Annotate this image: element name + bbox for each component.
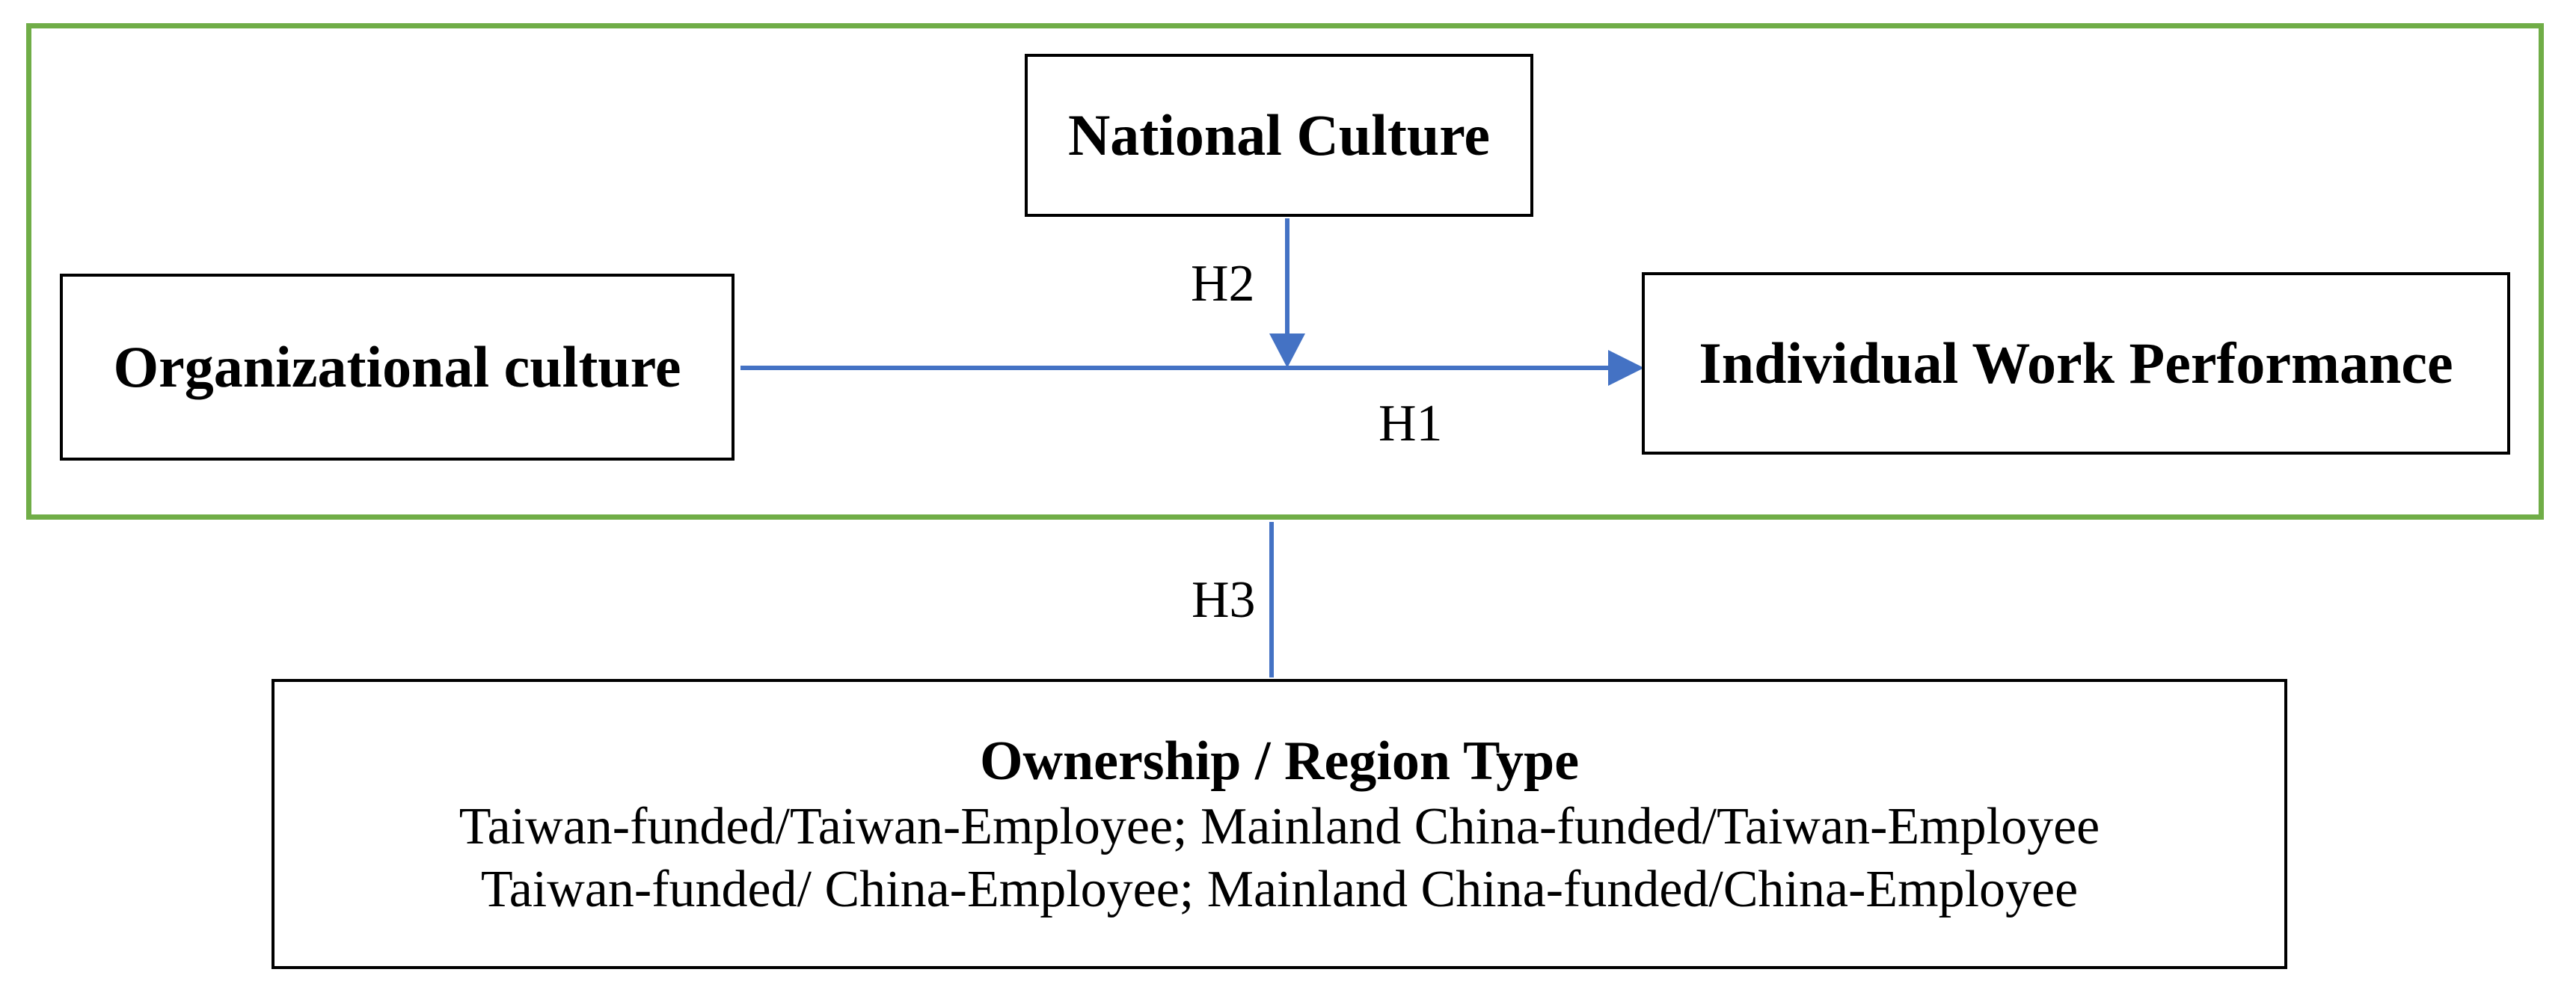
hypothesis-h3-label: H3 — [1192, 571, 1256, 629]
individual-work-performance-label: Individual Work Performance — [1699, 331, 2453, 396]
individual-work-performance-box: Individual Work Performance — [1642, 272, 2510, 455]
hypothesis-h1-label: H1 — [1379, 395, 1443, 452]
ownership-region-title: Ownership / Region Type — [979, 730, 1580, 792]
hypothesis-h2-label: H2 — [1191, 255, 1255, 313]
ownership-region-line-1: Taiwan-funded/Taiwan-Employee; Mainland … — [459, 798, 2100, 856]
national-culture-box: National Culture — [1025, 54, 1533, 217]
national-culture-label: National Culture — [1067, 102, 1491, 168]
model-frame — [26, 23, 2544, 520]
organizational-culture-label: Organizational culture — [113, 334, 681, 400]
h2-arrowhead — [1269, 333, 1305, 368]
h1-arrowhead — [1608, 350, 1644, 386]
ownership-region-line-2: Taiwan-funded/ China-Employee; Mainland … — [480, 861, 2079, 919]
ownership-region-box: Ownership / Region Type Taiwan-funded/Ta… — [272, 679, 2287, 969]
organizational-culture-box: Organizational culture — [60, 274, 735, 461]
